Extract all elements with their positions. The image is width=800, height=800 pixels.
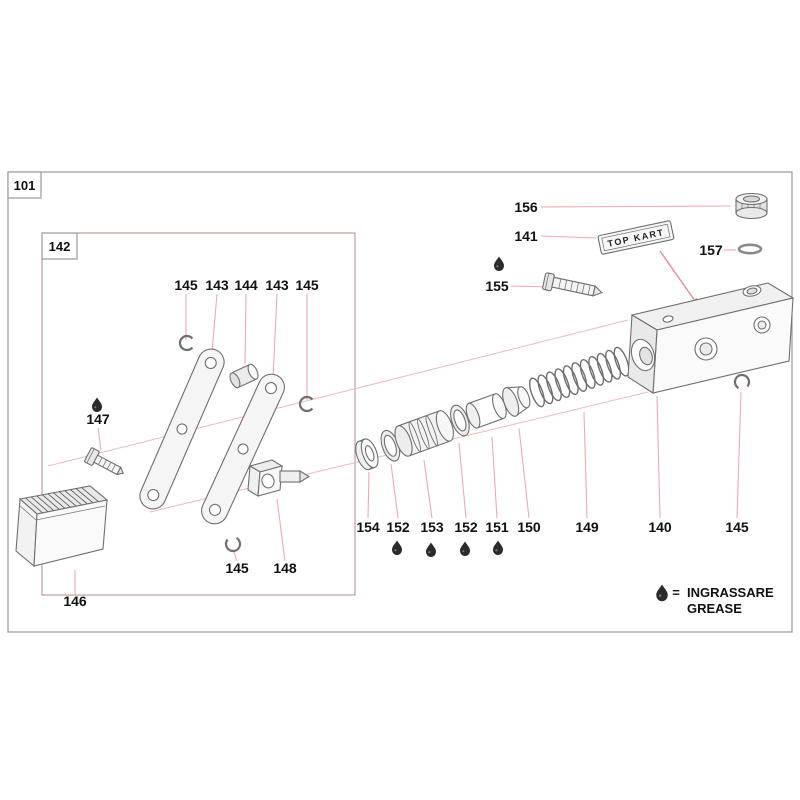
leader-line: [540, 205, 732, 208]
legend-line1: INGRASSARE: [687, 585, 774, 600]
grease-drop-icon: [656, 584, 668, 602]
inner-frame: 142: [41, 232, 356, 596]
part-156-plug: [735, 192, 768, 220]
part-155-pin: [542, 272, 603, 297]
leader-line: [97, 427, 102, 451]
grease-drop-icon: [460, 541, 470, 556]
part-label-152: 152: [386, 519, 410, 535]
part-label-140: 140: [648, 519, 672, 535]
leader-line: [233, 551, 238, 562]
part-label-153: 153: [420, 519, 444, 535]
part-label-143: 143: [265, 277, 289, 293]
part-157-o-ring: [737, 243, 763, 255]
part-label-155: 155: [485, 278, 509, 294]
leader-line: [518, 427, 530, 519]
outer-frame-label-box: [7, 171, 42, 199]
inner-frame-label-box: [41, 232, 78, 260]
part-label-152: 152: [454, 519, 478, 535]
part-label-146: 146: [63, 593, 87, 609]
construction-line: [47, 319, 629, 467]
leader-line: [367, 471, 370, 519]
part-label-141: 141: [514, 228, 538, 244]
part-label-145: 145: [225, 560, 249, 576]
leader-line: [656, 395, 661, 519]
part-148-plunger: [247, 459, 311, 497]
part-140-cylinder-body: [627, 282, 795, 394]
leader-line: [540, 235, 597, 239]
part-151-spacer: [465, 393, 507, 429]
part-label-151: 151: [485, 519, 509, 535]
part-labels: 156 141 157 155 145 143 144 143 145 147 …: [63, 199, 749, 609]
part-145-retaining-ring: [298, 395, 316, 413]
part-144-roller: [229, 363, 259, 389]
part-label-144: 144: [234, 277, 258, 293]
leader-line: [423, 459, 433, 519]
leader-line: [390, 463, 399, 519]
part-label-145: 145: [725, 519, 749, 535]
leader-line: [491, 436, 498, 519]
axis-parts: [355, 346, 630, 471]
leader-line: [272, 293, 278, 381]
part-145-retaining-ring: [733, 373, 751, 391]
part-label-143: 143: [205, 277, 229, 293]
grease-drop-icon: [392, 540, 402, 555]
grease-drop-icon: [92, 397, 102, 412]
part-label-157: 157: [699, 242, 723, 258]
part-154-washer: [355, 438, 379, 471]
part-141-name-plate: TOP KART: [597, 220, 675, 255]
outer-frame: 101: [7, 171, 793, 633]
leader-lines: [74, 205, 742, 594]
boot-hatch: [25, 487, 99, 514]
legend-equals: =: [672, 585, 680, 600]
part-146-dust-boot: [15, 485, 109, 568]
parts: TOP KART: [15, 192, 795, 568]
grease-drop-icon: [493, 540, 503, 555]
leader-line: [583, 411, 588, 519]
part-143-lever-front: [201, 373, 285, 525]
plate-arrow: [659, 250, 699, 306]
construction-lines: [47, 319, 649, 513]
part-label-145: 145: [174, 277, 198, 293]
leader-line: [458, 442, 467, 519]
part-label-156: 156: [514, 199, 538, 215]
leader-line: [510, 285, 549, 288]
leader-line: [211, 293, 218, 353]
part-145-retaining-ring: [178, 334, 196, 352]
leader-line: [244, 293, 247, 365]
grease-legend: = INGRASSARE GREASE: [656, 584, 774, 616]
part-label-149: 149: [575, 519, 599, 535]
part-147-screw: [84, 447, 124, 476]
part-143-lever-rear: [139, 348, 225, 510]
legend-line2: GREASE: [687, 601, 742, 616]
inner-frame-label: 142: [49, 239, 71, 254]
part-145-retaining-ring: [224, 535, 242, 553]
part-149-spring: [528, 346, 630, 408]
part-label-148: 148: [273, 560, 297, 576]
part-label-145: 145: [295, 277, 319, 293]
part-153-piston: [394, 410, 454, 457]
part-label-147: 147: [86, 411, 110, 427]
part-150-cup-seal: [502, 386, 531, 417]
part-label-154: 154: [356, 519, 380, 535]
leader-line: [276, 498, 286, 562]
outer-frame-label: 101: [14, 178, 36, 193]
grease-drops: [92, 256, 504, 557]
grease-drop-icon: [494, 256, 504, 271]
grease-drop-icon: [426, 542, 436, 557]
leader-line: [736, 391, 742, 519]
part-label-150: 150: [517, 519, 541, 535]
